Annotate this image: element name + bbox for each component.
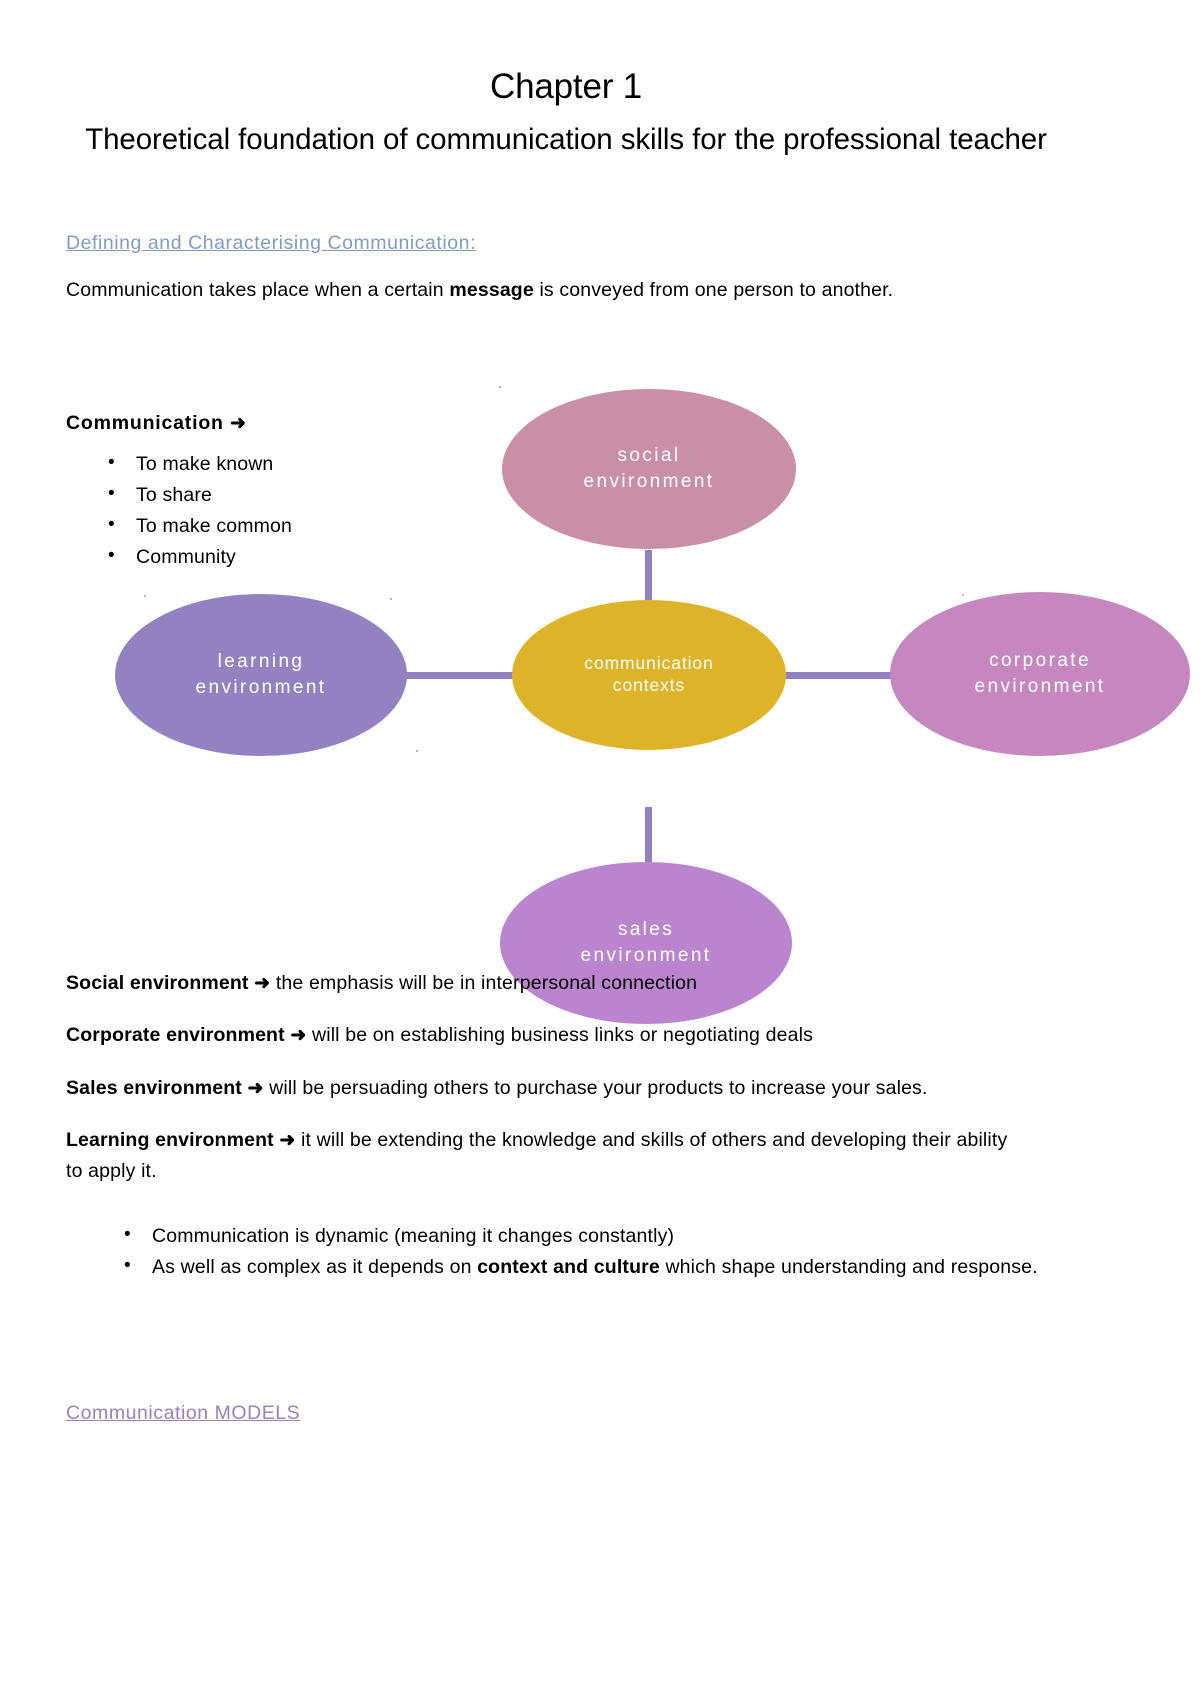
- decorative-speck: [144, 595, 146, 597]
- decorative-speck: [962, 594, 964, 596]
- definition-social: Social environment ➜ the emphasis will b…: [66, 968, 1026, 998]
- arrow-icon: ➜: [254, 973, 271, 994]
- definition-corporate-term: Corporate environment: [66, 1024, 285, 1047]
- list-item: Community: [100, 543, 486, 571]
- decorative-speck: [390, 598, 392, 600]
- communication-meaning-list: To make known To share To make common Co…: [100, 435, 486, 571]
- section-heading-communication-models[interactable]: Communication MODELS: [66, 1402, 301, 1424]
- closing-bullet-2-before: As well as complex as it depends on: [152, 1256, 478, 1279]
- diagram-node-social-label: social environment: [583, 445, 715, 492]
- arrow-icon: ➜: [290, 1025, 307, 1047]
- definition-learning-term: Learning environment: [66, 1129, 274, 1152]
- decorative-speck: [499, 386, 501, 388]
- closing-bullet-1-text: Communication is dynamic (meaning it cha…: [152, 1224, 675, 1247]
- definition-social-term: Social environment: [66, 972, 249, 994]
- definition-social-text: the emphasis will be in interpersonal co…: [270, 972, 698, 994]
- definition-sales-text: will be persuading others to purchase yo…: [263, 1076, 928, 1099]
- connector-center-to-corporate: [783, 672, 893, 679]
- definition-learning-text: it will be extending the knowledge and s…: [66, 1129, 1008, 1182]
- definition-sales: Sales environment ➜ will be persuading o…: [66, 1073, 1026, 1103]
- diagram-node-corporate[interactable]: corporate environment: [890, 592, 1190, 756]
- list-item: To share: [100, 481, 486, 509]
- connector-center-to-learning: [404, 672, 514, 679]
- list-item: To make common: [100, 512, 486, 540]
- environment-definitions: Social environment ➜ the emphasis will b…: [66, 968, 1056, 1282]
- diagram-node-sales[interactable]: sales environment: [500, 862, 792, 1024]
- connector-center-to-sales: [645, 807, 652, 863]
- communication-label-text: Communication: [66, 412, 224, 434]
- communication-contexts-diagram: social environment learning environment …: [0, 372, 1200, 1024]
- definition-corporate: Corporate environment ➜ will be on estab…: [66, 1020, 1026, 1050]
- decorative-speck: [416, 750, 418, 752]
- diagram-node-social[interactable]: social environment: [502, 389, 796, 549]
- diagram-node-sales-label: sales environment: [580, 919, 712, 966]
- closing-bullet-2-after: which shape understanding and response.: [659, 1256, 1038, 1279]
- arrow-icon: ➜: [229, 413, 247, 434]
- section-heading-defining[interactable]: Defining and Characterising Communicatio…: [66, 232, 477, 255]
- definition-corporate-text: will be on establishing business links o…: [306, 1024, 813, 1047]
- list-item: As well as complex as it depends on cont…: [116, 1252, 1056, 1282]
- arrow-icon: ➜: [279, 1130, 296, 1152]
- document-header: Chapter 1 Theoretical foundation of comm…: [66, 0, 1066, 305]
- definition-learning: Learning environment ➜ it will be extend…: [66, 1125, 1026, 1186]
- list-item: Communication is dynamic (meaning it cha…: [116, 1221, 1056, 1251]
- intro-text-before: Communication takes place when a certain: [66, 279, 450, 302]
- diagram-node-corporate-label: corporate environment: [974, 650, 1106, 697]
- intro-paragraph: Communication takes place when a certain…: [66, 255, 1026, 305]
- communication-definition-block: Communication ➜ To make known To share T…: [66, 412, 486, 571]
- diagram-node-learning[interactable]: learning environment: [115, 594, 407, 756]
- arrow-icon: ➜: [247, 1077, 264, 1099]
- closing-bullet-2-bold: context and culture: [477, 1256, 660, 1279]
- intro-text-bold: message: [449, 279, 534, 302]
- diagram-node-learning-label: learning environment: [195, 651, 327, 698]
- list-item: To make known: [100, 450, 486, 478]
- closing-bullet-list: Communication is dynamic (meaning it cha…: [116, 1206, 1056, 1283]
- diagram-node-center-label: communication contexts: [584, 653, 714, 695]
- diagram-node-center[interactable]: communication contexts: [512, 600, 786, 750]
- definition-sales-term: Sales environment: [66, 1076, 242, 1099]
- connector-center-to-social: [645, 550, 652, 604]
- page-subtitle: Theoretical foundation of communication …: [85, 123, 1047, 157]
- intro-text-after: is conveyed from one person to another.: [533, 279, 894, 302]
- page-title: Chapter 1: [490, 67, 642, 106]
- communication-label: Communication ➜: [66, 412, 486, 435]
